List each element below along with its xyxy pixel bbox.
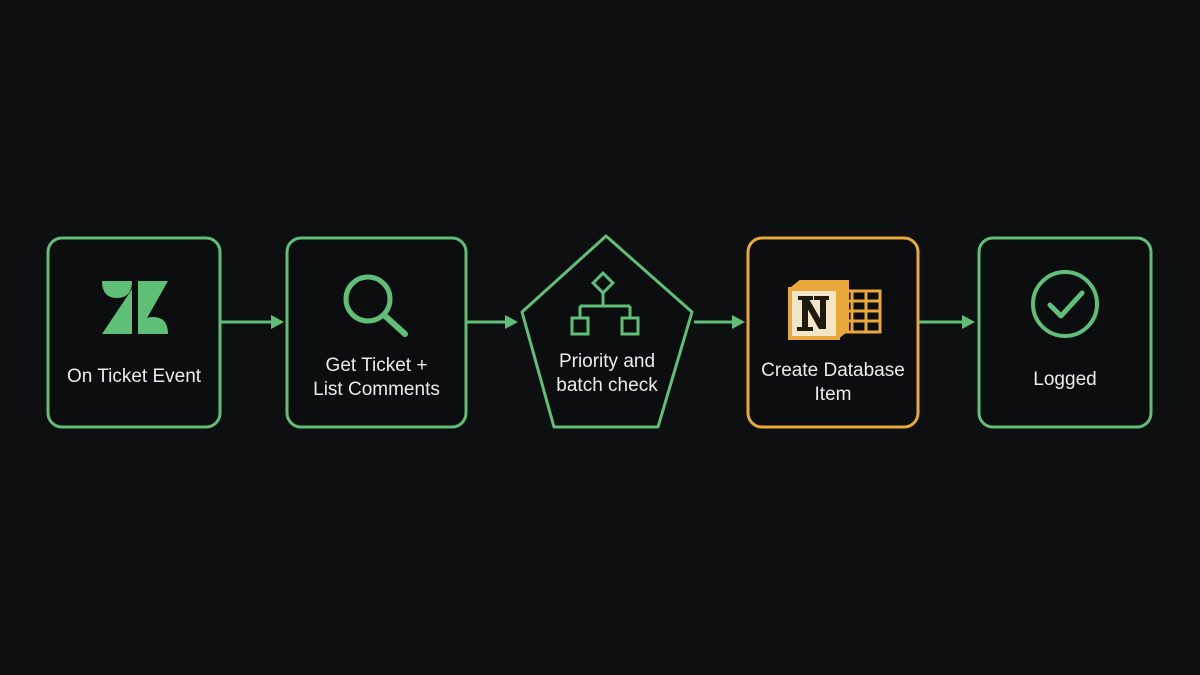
check-circle-icon — [1031, 270, 1099, 338]
node-on-ticket-event[interactable] — [46, 236, 222, 429]
edge-4-arrowhead — [962, 315, 975, 329]
edge-3-arrowhead — [732, 315, 745, 329]
edge-2-arrowhead — [505, 315, 518, 329]
node-create-item-label: Create Database Item — [761, 360, 905, 405]
search-icon — [343, 274, 408, 337]
node-get-ticket-label: Get Ticket + List Comments — [313, 355, 440, 400]
decision-tree-icon — [570, 270, 640, 336]
node-logged[interactable] — [977, 236, 1153, 429]
node-priority-check[interactable] — [520, 234, 694, 429]
node-create-item[interactable] — [746, 236, 920, 429]
node-get-ticket[interactable] — [285, 236, 468, 429]
zendesk-logo-icon — [102, 281, 168, 334]
node-priority-check-box — [520, 234, 694, 429]
edge-1-arrowhead — [271, 315, 284, 329]
edge-1 — [221, 315, 284, 329]
notion-database-icon — [788, 280, 882, 340]
node-on-ticket-event-label: On Ticket Event — [66, 366, 202, 387]
edge-2 — [467, 315, 518, 329]
node-priority-check-label: Priority and batch check — [556, 351, 658, 396]
node-logged-box — [977, 236, 1153, 429]
node-get-ticket-box — [285, 236, 468, 429]
edge-4 — [919, 315, 975, 329]
edge-3 — [694, 315, 745, 329]
node-logged-label: Logged — [1033, 369, 1097, 390]
node-on-ticket-event-box — [46, 236, 222, 429]
